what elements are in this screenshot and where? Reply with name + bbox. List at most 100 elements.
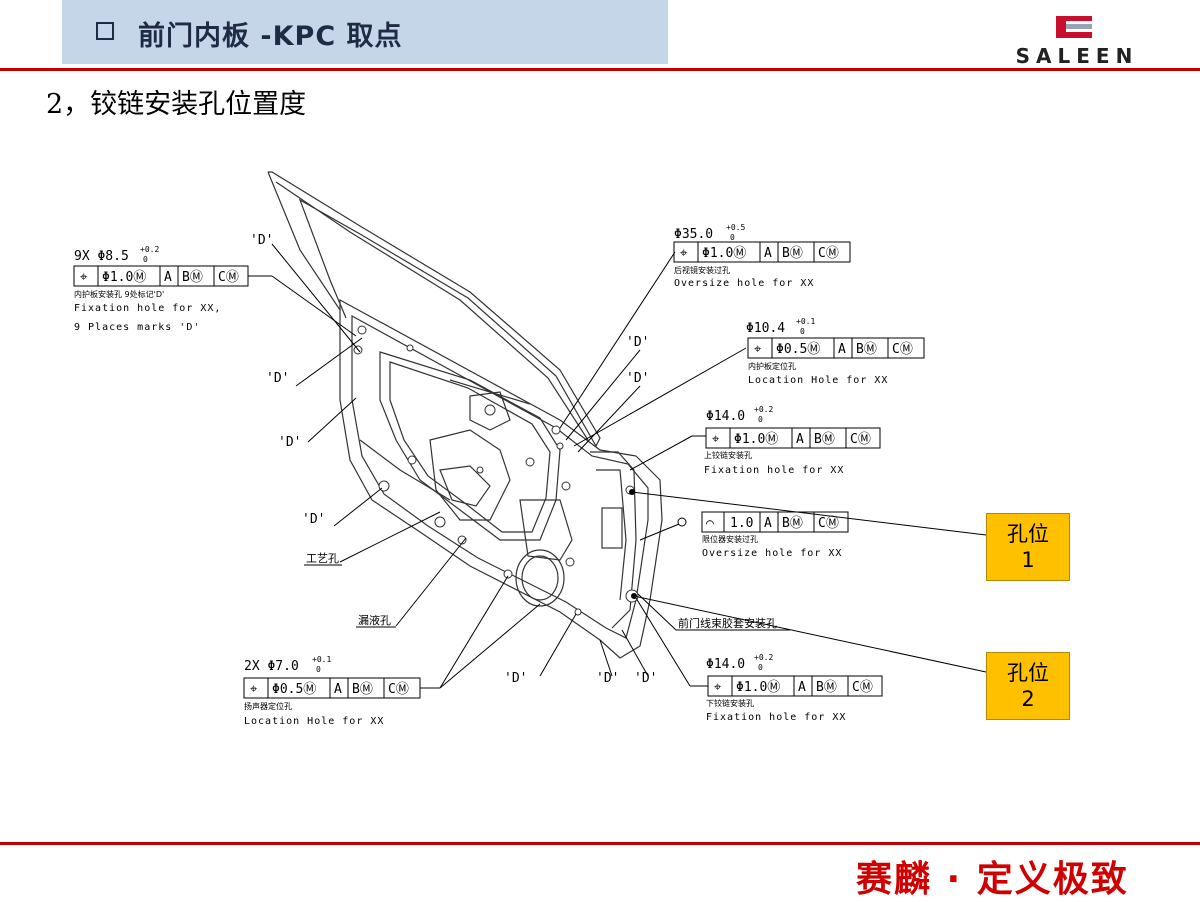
title-banner: 前门内板 -KPC 取点 (62, 0, 668, 64)
svg-text:1.0: 1.0 (730, 516, 753, 531)
callout-checker-oversize: ⌒ 1.0 A BⓂ CⓂ 限位器安装过孔 Oversize hole for … (701, 511, 849, 559)
svg-text:0: 0 (758, 663, 763, 672)
saleen-logo: SALEEN (982, 12, 1172, 70)
section-subtitle: 2，铰链安装孔位置度 (46, 89, 307, 120)
svg-text:⌖: ⌖ (250, 682, 258, 697)
d-mark: 'D' (278, 435, 301, 450)
svg-text:CⓂ: CⓂ (388, 682, 409, 697)
svg-text:A: A (764, 246, 772, 261)
svg-text:Fixation hole for XX: Fixation hole for XX (706, 712, 846, 723)
svg-text:CⓂ: CⓂ (218, 270, 239, 285)
svg-text:Φ14.0: Φ14.0 (706, 657, 745, 672)
leader-lines (248, 243, 987, 689)
tag-label: 孔位 (1007, 522, 1049, 546)
drain-hole-label: 漏液孔 (358, 613, 391, 627)
checkbox-bullet-icon (96, 22, 114, 40)
svg-text:BⓂ: BⓂ (816, 680, 837, 695)
svg-text:⌒: ⌒ (706, 516, 714, 531)
svg-text:A: A (796, 432, 804, 447)
svg-text:下铰链安装孔: 下铰链安装孔 (706, 698, 754, 708)
svg-text:0: 0 (143, 255, 148, 264)
svg-text:Fixation hole for XX: Fixation hole for XX (704, 465, 844, 476)
door-outline (267, 171, 663, 659)
saleen-flag-icon (1056, 16, 1092, 38)
svg-text:2X Φ7.0: 2X Φ7.0 (244, 659, 299, 674)
bottom-divider (0, 842, 1200, 845)
hole-position-tag-2: 孔位 2 (986, 652, 1070, 720)
svg-text:Φ0.5Ⓜ: Φ0.5Ⓜ (272, 682, 316, 697)
d-mark: 'D' (504, 671, 527, 686)
top-divider (0, 68, 1200, 71)
svg-text:扬声器定位孔: 扬声器定位孔 (244, 701, 292, 711)
svg-text:BⓂ: BⓂ (856, 342, 877, 357)
svg-text:Φ0.5Ⓜ: Φ0.5Ⓜ (776, 342, 820, 357)
svg-text:BⓂ: BⓂ (814, 432, 835, 447)
d-mark: 'D' (626, 371, 649, 386)
d-mark: 'D' (302, 512, 325, 527)
svg-text:A: A (764, 516, 772, 531)
svg-text:0: 0 (800, 327, 805, 336)
d-mark: 'D' (626, 335, 649, 350)
svg-text:Oversize hole for XX: Oversize hole for XX (702, 548, 842, 559)
callout-trim-location: Φ10.4 +0.1 0 ⌖ Φ0.5Ⓜ A BⓂ CⓂ 内护板定位孔 Loca… (746, 317, 925, 386)
svg-text:CⓂ: CⓂ (892, 342, 913, 357)
d-mark: 'D' (250, 233, 273, 248)
svg-text:前门线束胶套安装孔: 前门线束胶套安装孔 (678, 616, 777, 630)
process-hole-label: 工艺孔 (306, 552, 339, 565)
svg-text:9 Places marks 'D': 9 Places marks 'D' (74, 322, 200, 333)
footer-slogan: 赛麟 · 定义极致 (856, 859, 1129, 900)
d-mark: 'D' (596, 671, 619, 686)
callout-speaker-location: 2X Φ7.0 +0.1 0 ⌖ Φ0.5Ⓜ A BⓂ CⓂ 扬声器定位孔 Lo… (243, 655, 421, 727)
svg-text:限位器安装过孔: 限位器安装过孔 (702, 534, 758, 544)
svg-text:Φ1.0Ⓜ: Φ1.0Ⓜ (102, 270, 146, 285)
svg-text:后视镜安装过孔: 后视镜安装过孔 (674, 265, 730, 275)
svg-text:+0.2: +0.2 (754, 405, 773, 414)
svg-text:0: 0 (316, 665, 321, 674)
svg-text:CⓂ: CⓂ (818, 516, 839, 531)
svg-text:Φ1.0Ⓜ: Φ1.0Ⓜ (702, 246, 746, 261)
svg-text:Fixation hole for XX,: Fixation hole for XX, (74, 303, 221, 314)
svg-text:Oversize hole for XX: Oversize hole for XX (674, 278, 814, 289)
svg-text:内护板安装孔 9处标记'D': 内护板安装孔 9处标记'D' (74, 289, 164, 299)
svg-text:A: A (798, 680, 806, 695)
svg-text:+0.2: +0.2 (140, 245, 159, 254)
svg-text:⌖: ⌖ (712, 432, 720, 447)
tag-number: 2 (1021, 687, 1035, 711)
svg-text:Location Hole for XX: Location Hole for XX (244, 716, 384, 727)
callout-upper-hinge: Φ14.0 +0.2 0 ⌖ Φ1.0Ⓜ A BⓂ CⓂ 上铰链安装孔 Fixa… (704, 405, 881, 476)
svg-text:内护板定位孔: 内护板定位孔 (748, 361, 796, 371)
svg-text:⌖: ⌖ (80, 270, 88, 285)
svg-text:BⓂ: BⓂ (782, 516, 803, 531)
svg-text:Location Hole for XX: Location Hole for XX (748, 375, 888, 386)
svg-text:+0.2: +0.2 (754, 653, 773, 662)
callout-mirror-oversize: Φ35.0 +0.5 0 ⌖ Φ1.0Ⓜ A BⓂ CⓂ 后视镜安装过孔 Ove… (673, 223, 851, 289)
page-title: 前门内板 -KPC 取点 (138, 21, 403, 52)
svg-text:9X Φ8.5: 9X Φ8.5 (74, 249, 129, 264)
door-holes (353, 325, 639, 616)
svg-text:Φ14.0: Φ14.0 (706, 409, 745, 424)
svg-text:⌖: ⌖ (680, 246, 688, 261)
d-mark: 'D' (266, 371, 289, 386)
tag-number: 1 (1021, 548, 1035, 572)
svg-text:+0.1: +0.1 (796, 317, 815, 326)
gdt-circle-icon (677, 517, 687, 527)
callout-fixation-9x: 9X Φ8.5 +0.2 0 ⌖ Φ1.0Ⓜ A BⓂ CⓂ 内护板安装孔 9处… (73, 245, 249, 333)
tag-label: 孔位 (1007, 661, 1049, 685)
callout-lower-hinge: Φ14.0 +0.2 0 ⌖ Φ1.0Ⓜ A BⓂ CⓂ 下铰链安装孔 Fixa… (706, 653, 883, 723)
svg-text:0: 0 (730, 233, 735, 242)
svg-text:CⓂ: CⓂ (850, 432, 871, 447)
svg-text:⌖: ⌖ (714, 680, 722, 695)
svg-text:+0.5: +0.5 (726, 223, 745, 232)
svg-text:BⓂ: BⓂ (352, 682, 373, 697)
svg-text:Φ1.0Ⓜ: Φ1.0Ⓜ (736, 680, 780, 695)
svg-text:0: 0 (758, 415, 763, 424)
svg-text:BⓂ: BⓂ (182, 270, 203, 285)
svg-text:CⓂ: CⓂ (818, 246, 839, 261)
svg-text:Φ35.0: Φ35.0 (674, 227, 713, 242)
svg-text:A: A (164, 270, 172, 285)
logo-wordmark: SALEEN (1015, 44, 1139, 68)
svg-text:Φ10.4: Φ10.4 (746, 321, 785, 336)
svg-text:BⓂ: BⓂ (782, 246, 803, 261)
svg-text:上铰链安装孔: 上铰链安装孔 (704, 450, 752, 460)
